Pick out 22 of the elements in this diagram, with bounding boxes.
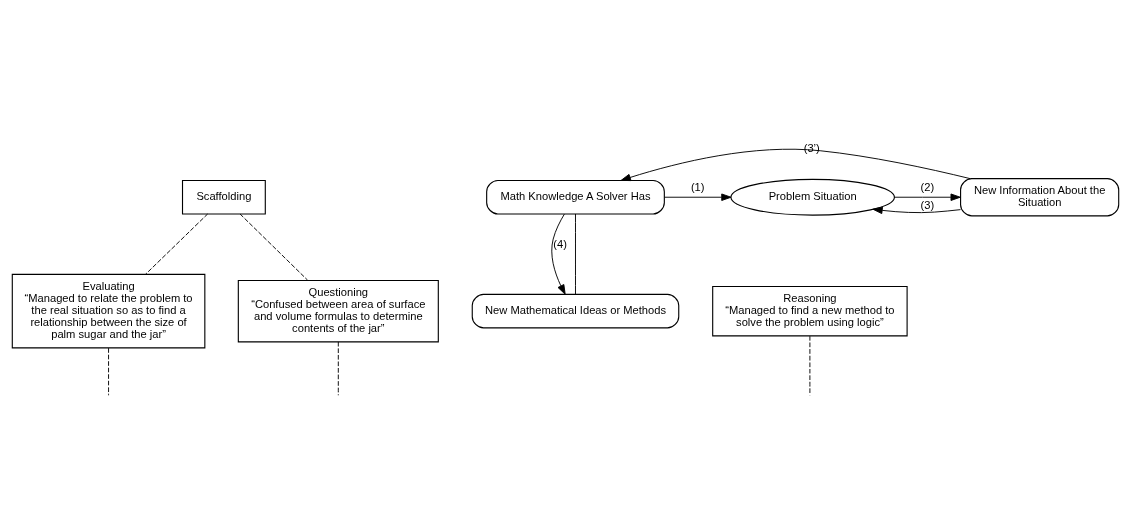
connector — [575, 213, 576, 295]
node-box: Math Knowledge A Solver Has — [486, 179, 665, 215]
edge-label: (1) — [690, 180, 705, 193]
node-box: Evaluating “Managed to relate the problem to the real situation so as to find a relationship between the size of palm sugar and the jar” — [11, 273, 206, 348]
arrow — [664, 193, 732, 201]
arrow — [620, 148, 971, 181]
node-box: Scaffolding — [181, 179, 266, 215]
arrow — [893, 193, 961, 201]
arrow — [551, 213, 566, 295]
connector — [239, 213, 309, 281]
node-box: Reasoning “Managed to find a new method to solve the problem using logic” — [712, 285, 908, 336]
node-box: New Mathematical Ideas or Methods — [471, 293, 680, 328]
connector — [144, 213, 209, 275]
edge-label: (3) — [920, 198, 935, 211]
arrow — [872, 206, 961, 214]
connector — [108, 347, 110, 396]
edge-label: (2) — [920, 180, 935, 193]
connector — [337, 340, 339, 396]
node-box: New Information About the Situation — [960, 177, 1120, 216]
connector — [809, 335, 811, 396]
edge-label: (4) — [553, 237, 567, 250]
node-box: Questioning “Confused between area of surface and volume formulas to determine contents of the jar” — [237, 279, 439, 342]
